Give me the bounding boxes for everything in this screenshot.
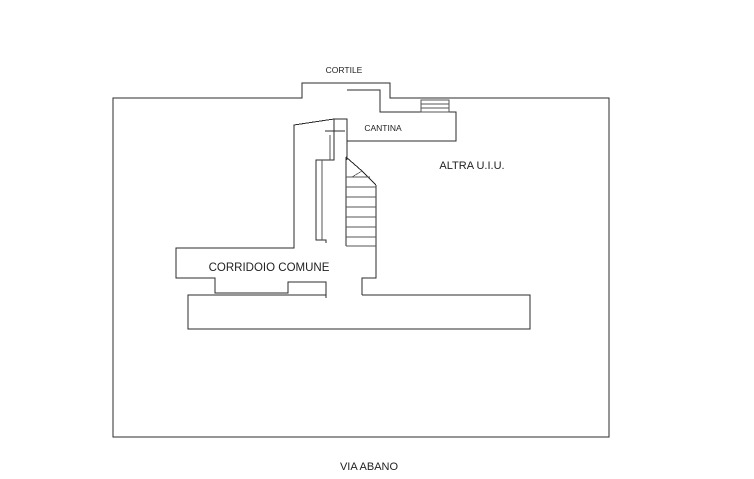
common-corridor-label: CORRIDOIO COMUNE <box>209 262 330 274</box>
cellar-outline <box>315 89 457 243</box>
corridor-inner-wall <box>321 135 331 240</box>
other-unit-label: ALTRA U.I.U. <box>439 160 504 172</box>
cellar-door-mark <box>325 121 345 137</box>
street-label: VIA ABANO <box>340 461 399 473</box>
cellar-label: CANTINA <box>364 123 402 133</box>
building-perimeter <box>112 82 610 438</box>
cellar-vent-mark <box>420 99 450 113</box>
staircase <box>345 156 377 247</box>
stair-right-wall <box>346 141 377 295</box>
corridor-left-wall <box>175 118 335 298</box>
corridor-bottom-strip <box>187 294 531 330</box>
courtyard-label: CORTILE <box>326 65 363 75</box>
